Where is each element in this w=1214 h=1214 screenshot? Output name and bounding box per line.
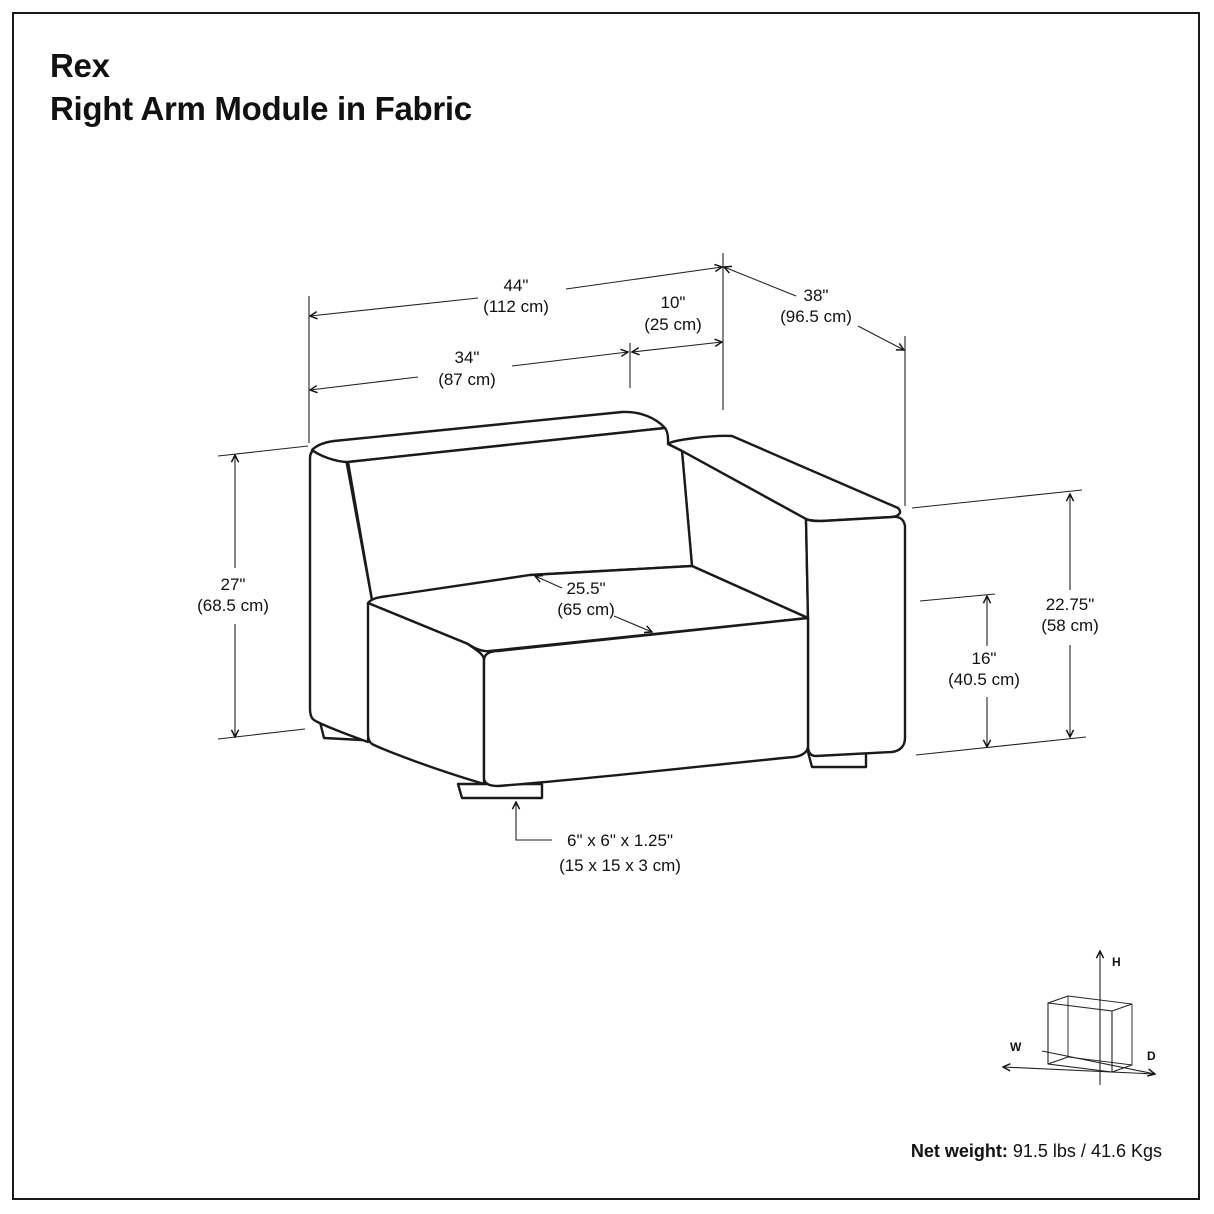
arm-front: [804, 515, 907, 758]
dim-seat-depth-right: [613, 615, 652, 632]
arm-height-metric: (58 cm): [1041, 616, 1099, 635]
seat-width-imperial: 34": [455, 348, 480, 367]
ext-line-back-bottom: [217, 728, 306, 740]
net-weight-value: 91.5 lbs / 41.6 Kgs: [1012, 1141, 1162, 1161]
dim-seat-width-left: [310, 376, 419, 390]
axis-w-line: [1003, 1067, 1156, 1075]
dim-overall-width-left: [310, 297, 479, 316]
arm-width-metric: (25 cm): [644, 315, 702, 334]
dim-overall-width-right: [565, 267, 722, 290]
overall-width-imperial: 44": [504, 276, 529, 295]
seat-width-metric: (87 cm): [438, 370, 496, 389]
seat-depth-imperial: 25.5": [566, 579, 605, 598]
dim-depth-top: [724, 267, 797, 297]
seat-height-imperial: 16": [972, 649, 997, 668]
dimension-labels: 44" (112 cm) 10" (25 cm) 38" (96.5 cm) 3…: [197, 276, 1099, 875]
product-subtitle: Right Arm Module in Fabric: [50, 90, 472, 127]
dim-seat-depth-left: [535, 576, 563, 589]
arm-height-imperial: 22.75": [1046, 595, 1095, 614]
overall-width-metric: (112 cm): [483, 297, 549, 316]
axis-d-label: D: [1147, 1049, 1156, 1063]
arm-width-imperial: 10": [661, 293, 686, 312]
seat-side: [366, 601, 486, 786]
ext-line-back-top: [217, 445, 309, 457]
axis-h-label: H: [1112, 955, 1121, 969]
seat-depth-metric: (65 cm): [557, 600, 615, 619]
dim-depth-bottom: [857, 325, 904, 350]
back-top: [310, 410, 667, 464]
axis-w-label: W: [1010, 1040, 1022, 1054]
sofa-drawing: [308, 410, 907, 800]
product-name: Rex: [50, 47, 110, 84]
ext-line-seat-height-top: [919, 593, 996, 602]
leg-size-metric: (15 x 15 x 3 cm): [559, 856, 681, 875]
net-weight-label: Net weight:: [910, 1141, 1008, 1161]
orientation-cube: [1003, 951, 1155, 1085]
leg-leader: [516, 802, 552, 841]
ext-line-floor-right: [915, 736, 1087, 756]
back-height-metric: (68.5 cm): [197, 596, 269, 615]
seat-front: [482, 616, 810, 788]
dimension-lines: [217, 253, 1087, 841]
leg-size-imperial: 6" x 6" x 1.25": [567, 831, 673, 850]
back-height-imperial: 27": [221, 575, 246, 594]
ext-line-arm-height-top: [911, 489, 1083, 509]
axis-d-line: [1041, 1050, 1155, 1074]
dim-seat-width-right: [511, 352, 628, 367]
seat-height-metric: (40.5 cm): [948, 670, 1020, 689]
depth-metric: (96.5 cm): [780, 307, 852, 326]
depth-imperial: 38": [804, 286, 829, 305]
dim-arm-width: [632, 342, 722, 352]
net-weight: Net weight: 91.5 lbs / 41.6 Kgs: [911, 1138, 1162, 1164]
page-frame: [12, 12, 1200, 1200]
